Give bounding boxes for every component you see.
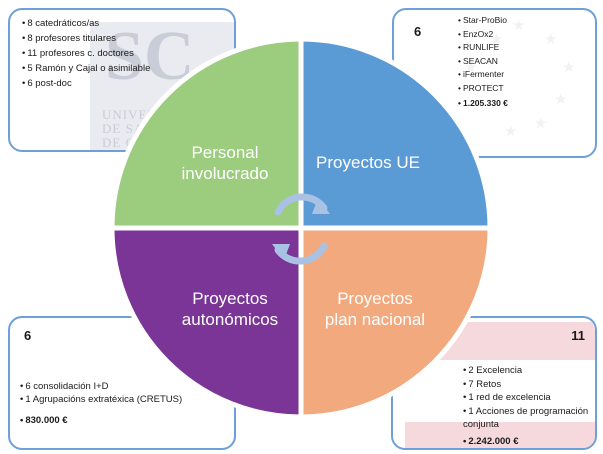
ue-project-item: EnzOx2: [458, 28, 508, 42]
quadrant-ue: [298, 36, 493, 231]
autonomic-project-item: 1 Agrupacións extratéxica (CRETUS): [20, 393, 220, 406]
eu-star-icon: ★: [562, 59, 576, 76]
cycle-arrows-icon: [272, 193, 330, 265]
national-funding-amount: 2.242.000 €: [463, 435, 595, 449]
quadrant-personal: [109, 36, 304, 231]
ue-project-item: SEACAN: [458, 55, 508, 69]
national-project-item: 1 Acciones de programación conjunta: [463, 405, 595, 432]
eu-star-icon: ★: [504, 123, 518, 140]
label-nacional: Proyectos plan nacional: [324, 289, 426, 329]
autonomic-project-count: 6: [24, 328, 32, 343]
ue-project-item: iFermenter: [458, 68, 508, 82]
national-project-item: 7 Retos: [463, 378, 595, 392]
quadrant-nacional: [298, 225, 493, 420]
ue-project-item: PROTECT: [458, 82, 508, 96]
eu-star-icon: ★: [534, 115, 548, 132]
ue-project-item: RUNLIFE: [458, 41, 508, 55]
national-project-list: 2 Excelencia 7 Retos 1 red de excelencia…: [463, 364, 595, 448]
ue-project-count: 6: [414, 24, 422, 39]
personal-item: 6 post-doc: [22, 76, 150, 91]
ue-funding-amount: 1.205.330 €: [458, 97, 508, 111]
label-personal: Personal involucrado: [181, 143, 269, 183]
personal-item: 8 catedráticos/as: [22, 16, 150, 31]
personal-list: 8 catedráticos/as 8 profesores titulares…: [22, 16, 150, 91]
quadrant-autonomicos: [109, 225, 304, 420]
national-project-item: 2 Excelencia: [463, 364, 595, 378]
autonomic-project-list: 6 consolidación I+D 1 Agrupacións extrat…: [20, 380, 220, 427]
eu-star-icon: ★: [554, 91, 568, 108]
label-ue: Proyectos UE: [316, 153, 420, 172]
ue-project-item: Star-ProBio: [458, 14, 508, 28]
national-project-item: 1 red de excelencia: [463, 391, 595, 405]
autonomic-project-item: 6 consolidación I+D: [20, 380, 220, 393]
eu-star-icon: ★: [512, 17, 526, 34]
label-autonomicos: Proyectos autonómicos: [181, 289, 279, 329]
personal-item: 5 Ramón y Cajal o asimilable: [22, 61, 150, 76]
autonomic-funding-amount: 830.000 €: [20, 414, 220, 427]
personal-item: 8 profesores titulares: [22, 31, 150, 46]
national-project-count: 11: [571, 328, 585, 343]
ue-project-list: Star-ProBio EnzOx2 RUNLIFE SEACAN iFerme…: [458, 14, 508, 111]
eu-star-icon: ★: [544, 31, 558, 48]
personal-item: 11 profesores c. doctores: [22, 46, 150, 61]
